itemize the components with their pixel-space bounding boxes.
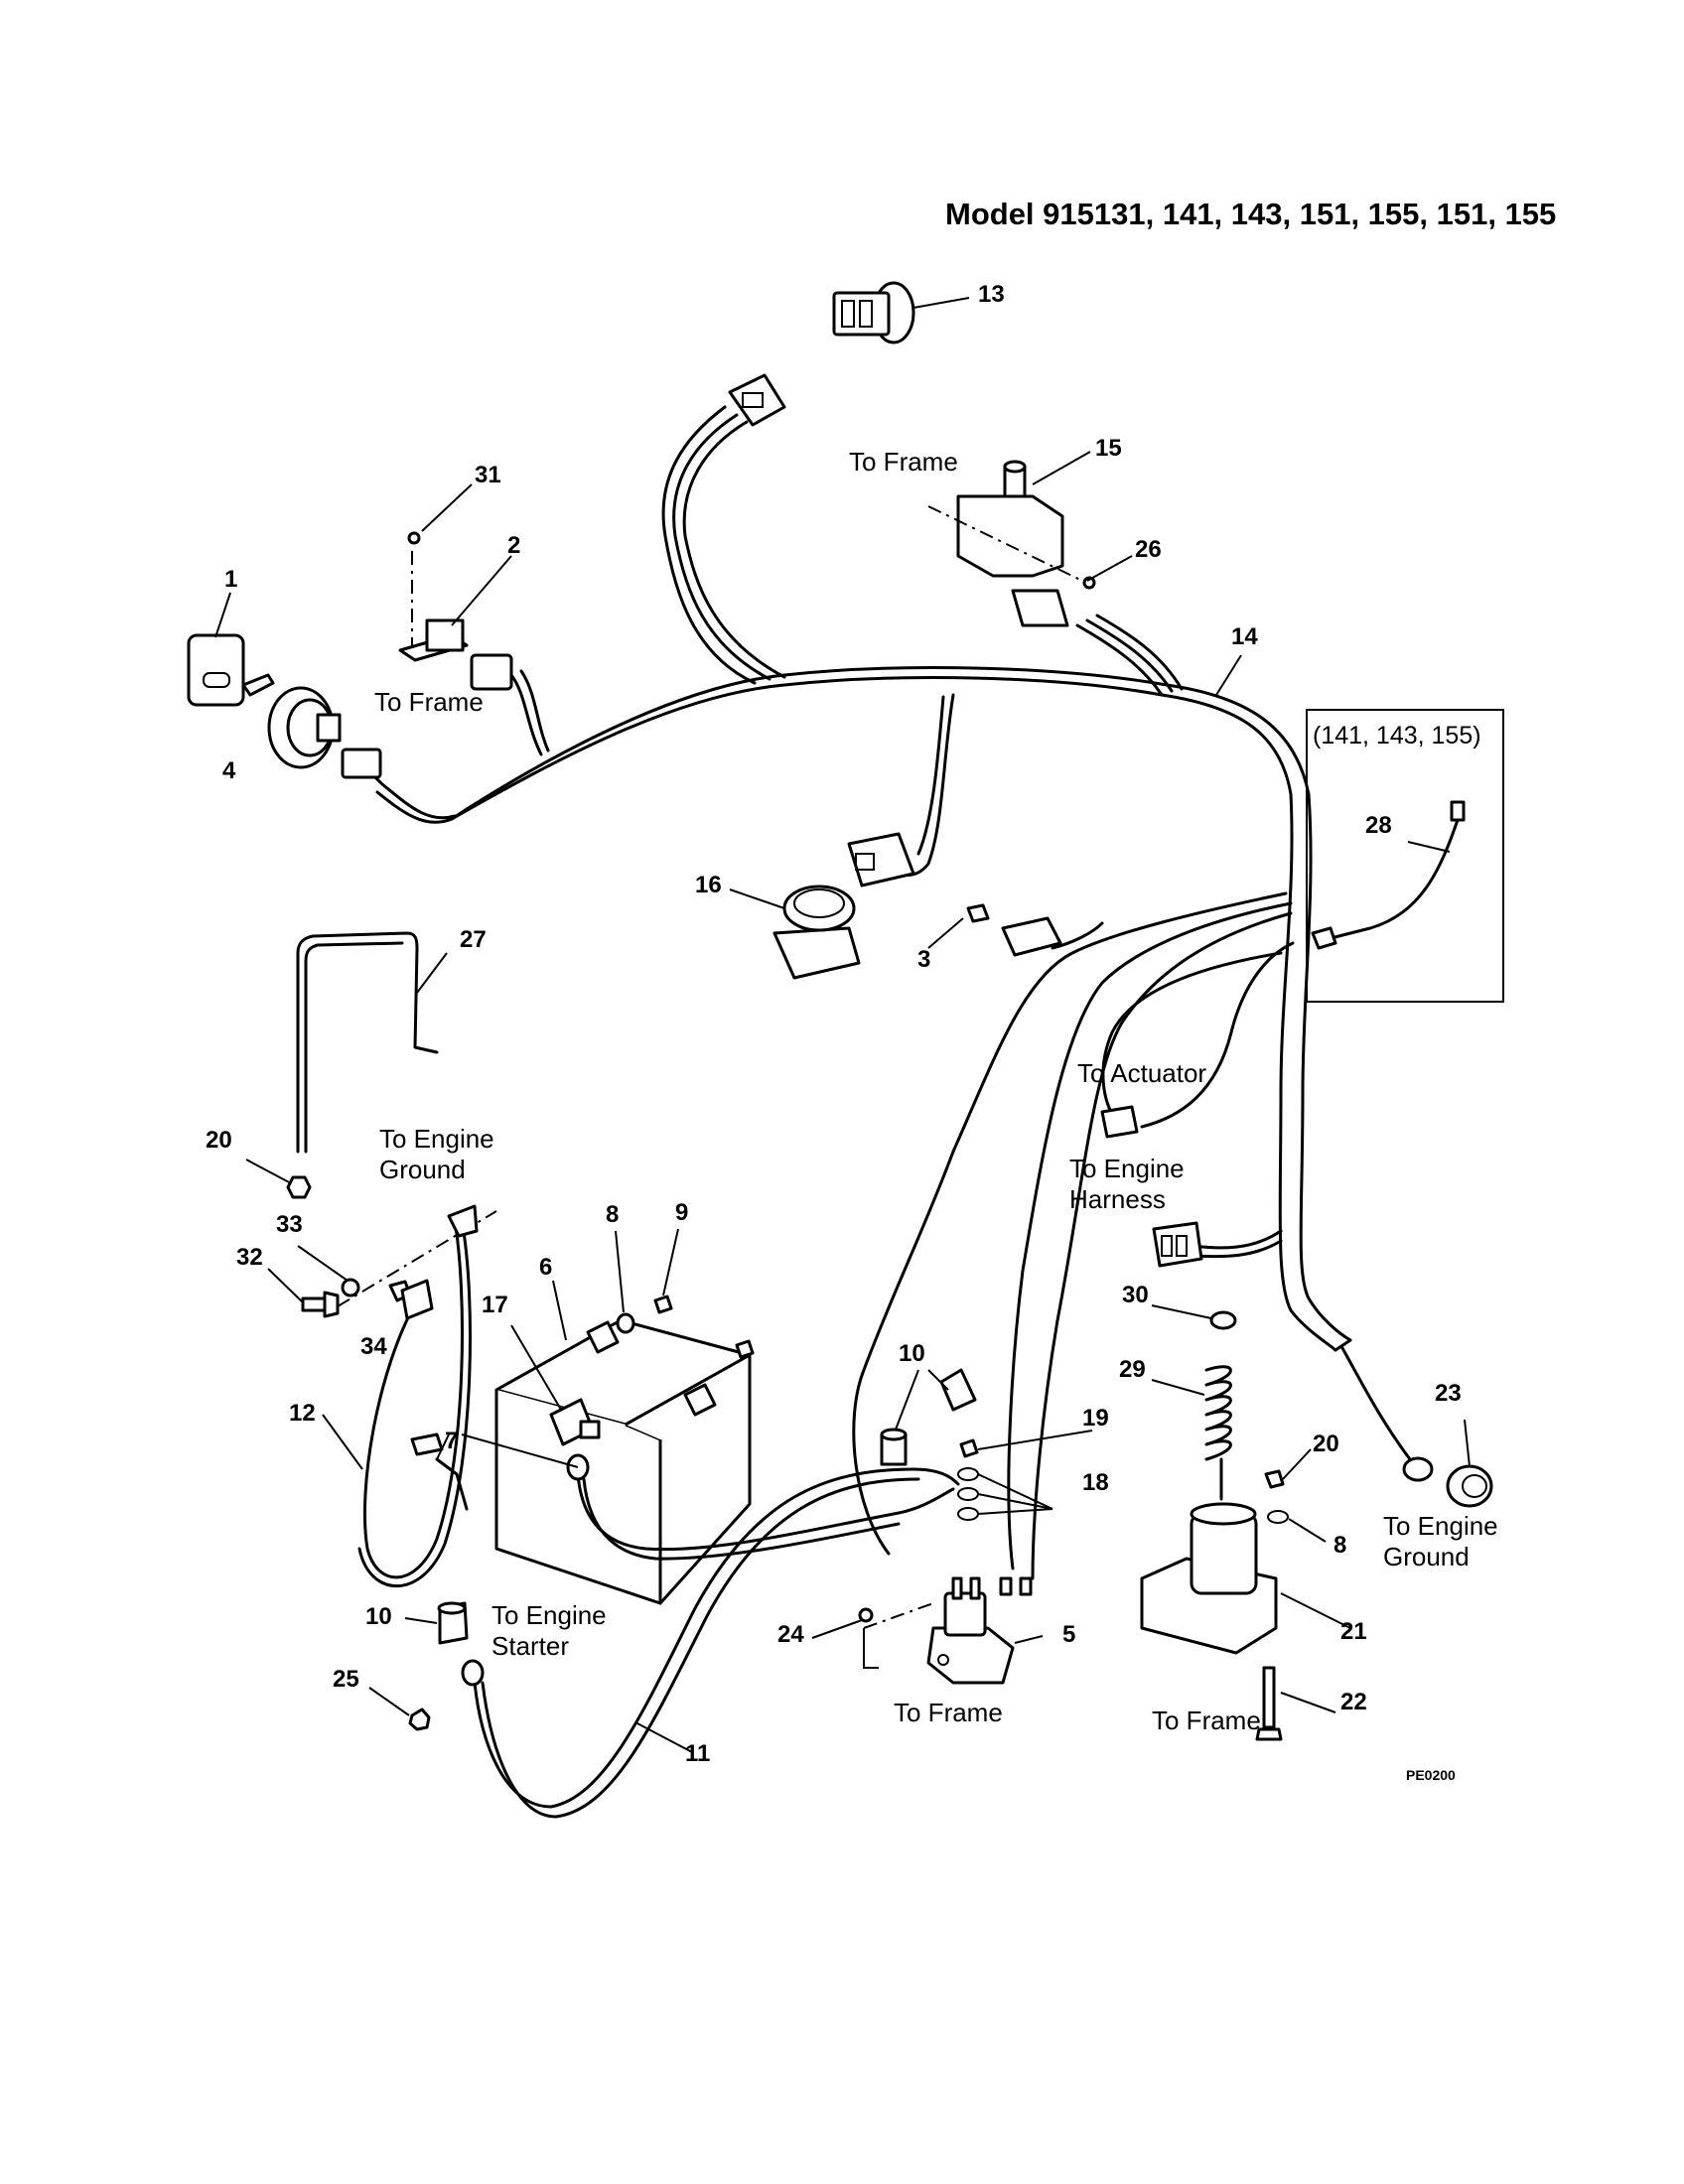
grommet xyxy=(1446,1464,1493,1508)
callout-23: 23 xyxy=(1435,1380,1462,1407)
starter-cable xyxy=(461,1467,960,1819)
callout-2: 2 xyxy=(507,532,521,559)
callout-31: 31 xyxy=(475,462,501,488)
battery xyxy=(494,1318,752,1605)
callout-4: 4 xyxy=(222,757,236,784)
solenoid-hardware xyxy=(957,1438,979,1521)
callout-13: 13 xyxy=(978,281,1005,308)
wire-harness xyxy=(355,405,1434,1580)
callout-32: 32 xyxy=(236,1244,263,1271)
callout-11: 11 xyxy=(685,1740,711,1767)
callout-29: 29 xyxy=(1119,1356,1146,1383)
callout-15: 15 xyxy=(1095,435,1122,462)
callout-19: 19 xyxy=(1082,1405,1109,1432)
callout-30: 30 xyxy=(1122,1282,1149,1308)
callout-8-battery: 8 xyxy=(606,1201,620,1228)
note-to-frame-switch: To Frame xyxy=(849,447,958,477)
note-to-engine-ground-right: To Engine Ground xyxy=(1383,1511,1498,1571)
battery-hardware xyxy=(616,1295,755,1359)
seat-switch xyxy=(772,885,861,980)
upper-connector xyxy=(728,373,786,427)
callout-9: 9 xyxy=(675,1199,689,1226)
actuator-connector xyxy=(1100,1105,1139,1139)
relay xyxy=(398,531,513,691)
callout-3: 3 xyxy=(917,946,931,973)
nut-25 xyxy=(408,1707,431,1731)
callout-34: 34 xyxy=(360,1333,387,1360)
figure-code: PE0200 xyxy=(1406,1767,1456,1783)
note-to-engine-ground-left: To Engine Ground xyxy=(379,1124,494,1184)
brake-switch xyxy=(927,460,1096,627)
callout-10-solenoid: 10 xyxy=(899,1340,925,1367)
bolt-22 xyxy=(1255,1666,1283,1741)
callout-27: 27 xyxy=(460,926,487,953)
terminal-cover xyxy=(549,1398,601,1446)
callout-1: 1 xyxy=(224,566,238,593)
callout-6: 6 xyxy=(539,1254,553,1281)
callout-8-actuator: 8 xyxy=(1333,1532,1347,1559)
seat-switch-connector xyxy=(847,832,915,887)
pto-actuator xyxy=(1140,1457,1289,1655)
spring-assembly xyxy=(1204,1310,1237,1461)
callout-20-left: 20 xyxy=(206,1127,232,1154)
note-to-frame-actuator: To Frame xyxy=(1152,1706,1261,1735)
note-to-frame-solenoid: To Frame xyxy=(894,1698,1003,1727)
callout-24: 24 xyxy=(777,1621,804,1648)
callout-7: 7 xyxy=(445,1428,459,1454)
callout-22: 22 xyxy=(1340,1689,1367,1715)
callout-12: 12 xyxy=(289,1400,316,1427)
terminal-boots xyxy=(437,1368,977,1645)
note-to-engine-starter: To Engine Starter xyxy=(491,1600,607,1661)
callout-21: 21 xyxy=(1340,1618,1367,1645)
plug-switch xyxy=(832,281,915,344)
callout-5: 5 xyxy=(1062,1621,1076,1648)
starter-solenoid xyxy=(858,1576,1033,1685)
callout-14: 14 xyxy=(1231,623,1258,650)
model-title: Model 915131, 141, 143, 151, 155, 151, 1… xyxy=(945,197,1557,231)
key xyxy=(187,633,275,707)
circuit-breaker-connector xyxy=(966,903,1062,957)
inset-box xyxy=(1306,709,1504,1003)
callout-20-right: 20 xyxy=(1313,1431,1339,1457)
callout-26: 26 xyxy=(1135,536,1162,563)
inset-label: (141, 143, 155) xyxy=(1313,722,1481,750)
note-to-engine-harness: To Engine Harness xyxy=(1069,1154,1185,1214)
inset-wire xyxy=(1311,800,1466,950)
callout-10-starter: 10 xyxy=(365,1603,392,1630)
callout-16: 16 xyxy=(695,872,722,898)
callout-17: 17 xyxy=(482,1292,508,1318)
note-to-actuator: To Actuator xyxy=(1077,1058,1207,1088)
note-to-frame-relay: To Frame xyxy=(374,687,484,717)
ground-cable xyxy=(357,1204,479,1587)
callout-18: 18 xyxy=(1082,1469,1109,1496)
leader-lines xyxy=(214,297,1471,1753)
support-rod xyxy=(296,931,439,1154)
engine-harness-connector xyxy=(1152,1221,1203,1268)
callout-25: 25 xyxy=(333,1666,359,1693)
ignition-switch xyxy=(267,686,382,779)
callout-28: 28 xyxy=(1365,812,1392,839)
callout-33: 33 xyxy=(276,1211,303,1238)
